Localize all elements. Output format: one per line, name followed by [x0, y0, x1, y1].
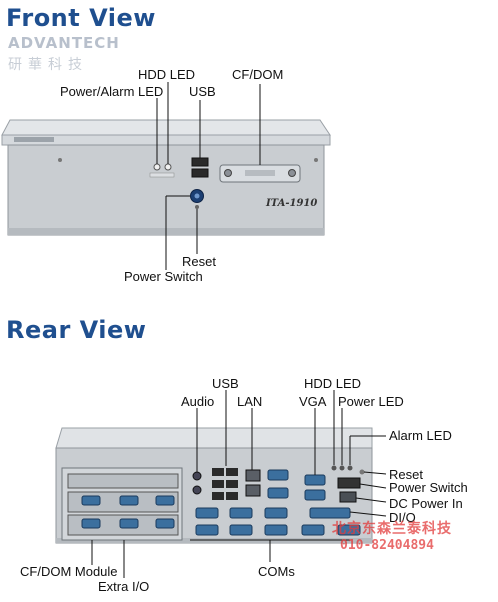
- rear-label-coms: COMs: [258, 564, 295, 579]
- logo-subtext: 研華科技: [8, 57, 88, 73]
- rear-label-reset: Reset: [389, 467, 423, 482]
- front-chassis: [1, 119, 331, 236]
- front-led-group: [149, 163, 175, 178]
- front-leader-lines: [156, 82, 261, 270]
- rear-label-extra-io: Extra I/O: [98, 579, 150, 594]
- rear-label-power-switch: Power Switch: [389, 480, 468, 495]
- front-view-heading: Front View: [6, 4, 156, 32]
- rear-label-usb: USB: [212, 376, 239, 391]
- watermark-line-2: 010-82404894: [340, 538, 434, 553]
- rear-power-section: [337, 469, 365, 503]
- logo-text: ADVANTECH: [8, 34, 120, 52]
- advantech-logo: ADVANTECH 研華科技: [8, 34, 120, 74]
- front-label-reset: Reset: [182, 254, 216, 269]
- front-power-button: [190, 189, 204, 209]
- front-label-power-alarm-led: Power/Alarm LED: [60, 84, 164, 99]
- rear-leader-lines: [91, 390, 387, 578]
- front-cf-dom-bay: [219, 164, 301, 183]
- front-model-label: ITA-1910: [266, 198, 318, 209]
- rear-label-dc-power-in: DC Power In: [389, 496, 463, 511]
- rear-label-dio: DI/O: [389, 510, 416, 525]
- rear-label-cf-dom-module: CF/DOM Module: [20, 564, 118, 579]
- rear-label-hdd-led: HDD LED: [304, 376, 362, 391]
- rear-label-power-led: Power LED: [338, 394, 404, 409]
- rear-label-vga: VGA: [299, 394, 327, 409]
- rear-view-heading: Rear View: [6, 316, 147, 344]
- rear-dio-port: [309, 507, 351, 519]
- rear-label-alarm-led: Alarm LED: [389, 428, 452, 443]
- front-label-hdd-led: HDD LED: [138, 67, 196, 82]
- watermark-line-1: 北京东森兰泰科技: [332, 521, 452, 537]
- front-label-power-switch: Power Switch: [124, 269, 203, 284]
- rear-label-lan: LAN: [237, 394, 263, 409]
- rear-usb-ports: [212, 468, 238, 500]
- rear-status-leds: [331, 465, 353, 471]
- front-label-cf-dom: CF/DOM: [232, 67, 284, 82]
- rear-vga-port: [304, 474, 326, 501]
- front-label-usb: USB: [189, 84, 216, 99]
- rear-com-ports-lower: [195, 507, 361, 536]
- rear-lan-ports: [245, 469, 261, 497]
- rear-audio-jacks: [192, 471, 202, 495]
- rear-extra-io-serial-ports: [81, 495, 175, 529]
- rear-label-audio: Audio: [181, 394, 215, 409]
- rear-com-ports-upper: [267, 469, 289, 499]
